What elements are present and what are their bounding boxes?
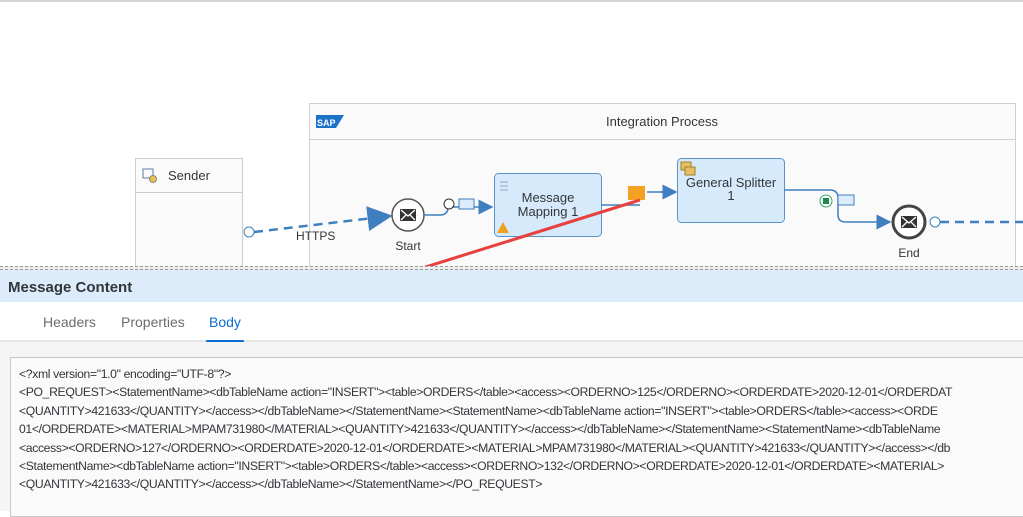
body-line: <?xml version="1.0" encoding="UTF-8"?> xyxy=(19,367,231,381)
pane-resize-handle[interactable] xyxy=(0,266,1023,270)
sap-logo-icon: SAP xyxy=(316,115,344,128)
warning-icon xyxy=(497,222,509,233)
sender-label: Sender xyxy=(168,168,211,183)
system-icon xyxy=(142,168,157,183)
tab-bar: Headers Properties Body xyxy=(0,302,1023,343)
svg-text:SAP: SAP xyxy=(317,118,336,128)
sender-participant[interactable]: Sender xyxy=(135,158,243,274)
mapping-label-2: Mapping 1 xyxy=(518,204,579,219)
body-line: <StatementName><dbTableName action="INSE… xyxy=(19,458,945,473)
envelope-icon xyxy=(901,216,917,228)
body-line: 01</ORDERDATE><MATERIAL>MPAM731980</MATE… xyxy=(19,422,941,437)
panel-title: Message Content xyxy=(0,270,1023,302)
body-content-textarea[interactable]: <?xml version="1.0" encoding="UTF-8"?> <… xyxy=(10,357,1023,517)
message-icon xyxy=(458,198,475,210)
mapping-label-1: Message xyxy=(522,190,575,205)
process-title: Integration Process xyxy=(606,114,719,129)
mapping-icon xyxy=(500,181,508,191)
integration-flow-canvas[interactable]: Integration Process SAP Sender HTTPS Sta… xyxy=(0,0,1023,327)
body-line: <PO_REQUEST><StatementName><dbTableName … xyxy=(19,385,953,400)
envelope-icon xyxy=(400,209,416,221)
splitter-label-1: General Splitter xyxy=(686,175,777,190)
flow-diagram: Integration Process SAP Sender HTTPS Sta… xyxy=(135,103,1023,327)
splitter-label-2: 1 xyxy=(727,188,734,203)
start-event[interactable]: Start xyxy=(391,198,425,253)
trace-icon[interactable] xyxy=(628,186,645,200)
play-icon xyxy=(443,198,455,210)
https-connection[interactable]: HTTPS xyxy=(243,206,393,243)
body-line: <QUANTITY>421633</QUANTITY></access></db… xyxy=(19,477,543,492)
body-line: <QUANTITY>421633</QUANTITY></access></db… xyxy=(19,403,938,418)
body-line: <access><ORDERNO>127</ORDERNO><ORDERDATE… xyxy=(19,440,951,455)
message-icon xyxy=(837,194,855,206)
end-label: End xyxy=(898,246,919,260)
connection-label: HTTPS xyxy=(296,229,335,243)
general-splitter-step[interactable]: General Splitter 1 xyxy=(677,158,785,223)
tab-headers[interactable]: Headers xyxy=(43,314,96,330)
start-label: Start xyxy=(395,239,421,253)
message-mapping-step[interactable]: Message Mapping 1 xyxy=(494,173,602,237)
tab-body[interactable]: Body xyxy=(206,314,244,343)
end-event[interactable]: End xyxy=(891,204,927,260)
integration-process-pool[interactable]: Integration Process SAP xyxy=(309,103,1016,274)
tab-properties[interactable]: Properties xyxy=(121,314,185,330)
